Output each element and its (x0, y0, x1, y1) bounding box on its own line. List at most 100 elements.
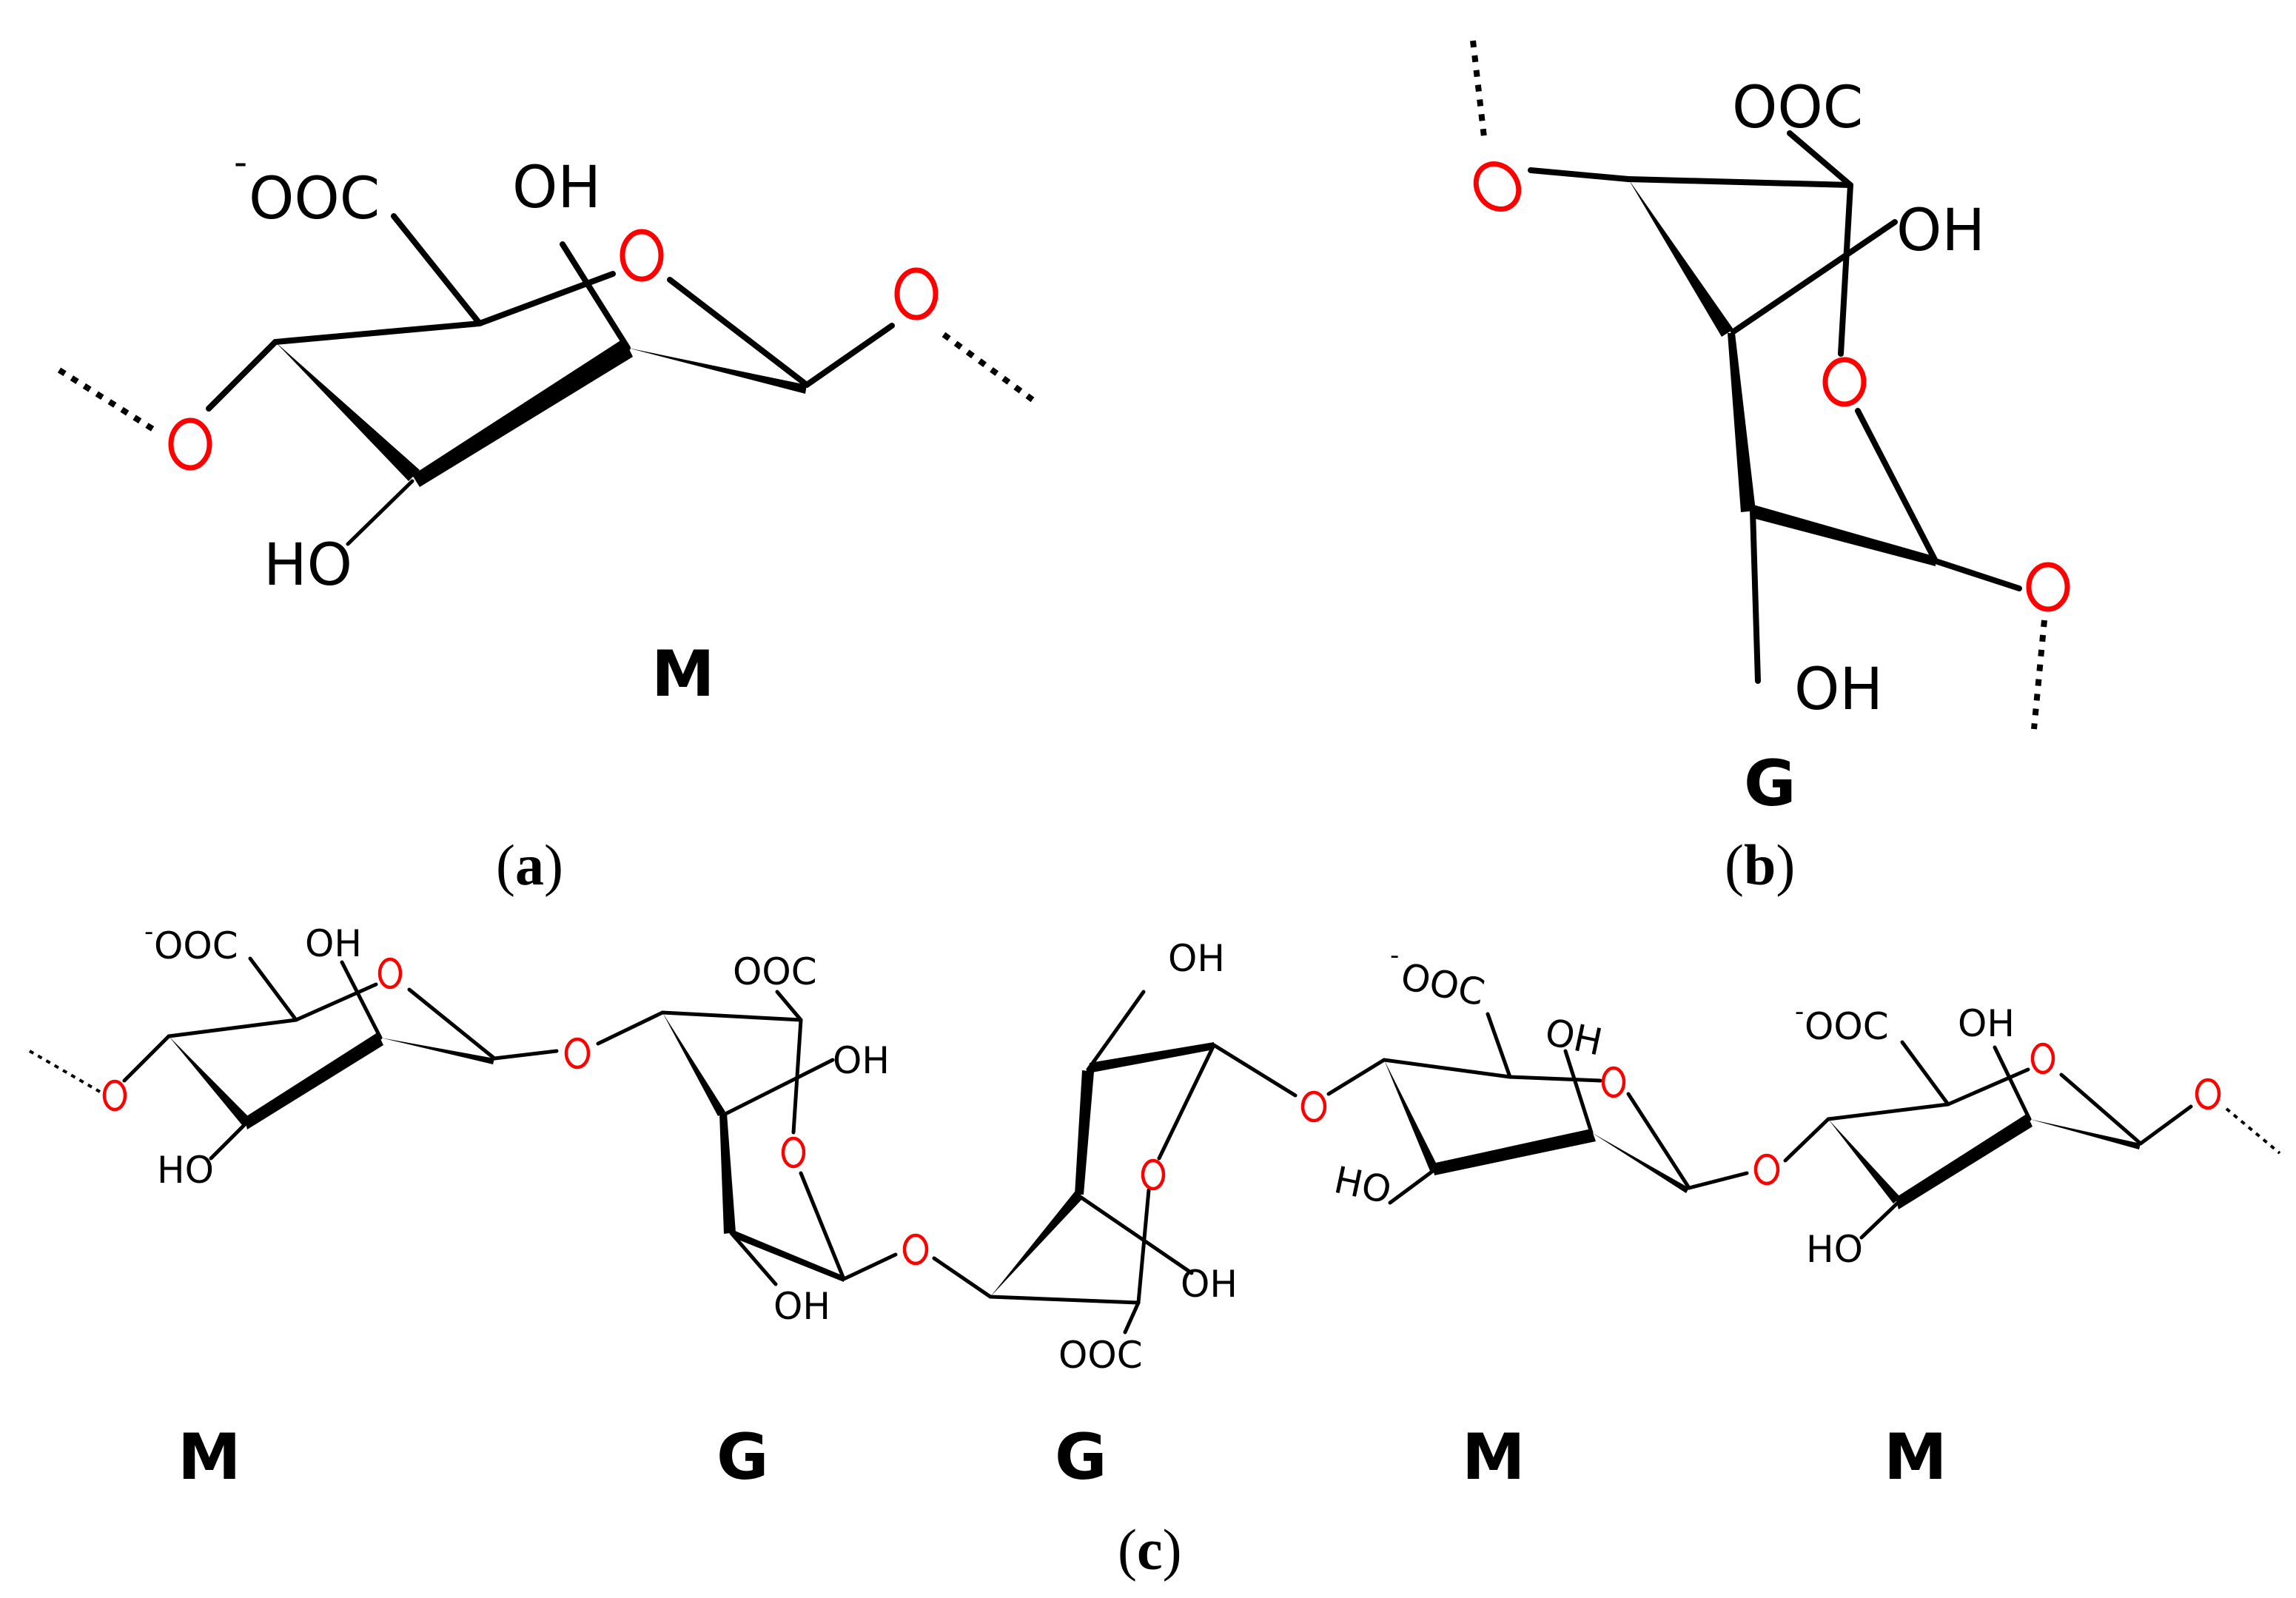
glycosidic-oxygen-top (1473, 161, 1522, 212)
bond-oh (1993, 1045, 2032, 1121)
wedge (1432, 1129, 1596, 1175)
wedge-c4-c3 (275, 342, 420, 481)
bond-c2-oh (1750, 508, 1761, 684)
chain-unit-2-g: OOC OH OH (596, 950, 929, 1328)
hydroxyl-label-c2: OH (1794, 657, 1883, 723)
glycosidic-oxygen (102, 1079, 127, 1112)
bond-c3-oh (346, 479, 414, 546)
chain-unit-5-m: - OOC OH HO (1783, 997, 2281, 1271)
bond-oh (209, 1121, 248, 1161)
hydroxyl-label: HO (1806, 1228, 1863, 1271)
bond-carboxylate (775, 990, 803, 1022)
ring-bond (2059, 1072, 2143, 1146)
wedge (169, 1036, 249, 1125)
hydroxyl-label-c3: HO (263, 532, 352, 599)
panel-c-alginate-chain: - OOC OH HO OOC OH OH (28, 917, 2281, 1494)
bond-o-c4 (932, 1256, 993, 1299)
wedge-c3-c2 (1728, 333, 1756, 512)
sequence-label-3: G (1055, 1420, 1107, 1494)
wedge (380, 1038, 494, 1064)
bond-c1-o (492, 1049, 559, 1061)
wedge (730, 1229, 844, 1282)
ring-oxygen (2030, 1042, 2055, 1075)
carboxylate-label: OOC (249, 166, 380, 232)
panel-b-guluronate-structure: OOC OH OH G (1470, 40, 2070, 821)
wedge (1591, 1132, 1689, 1193)
hydroxyl-label: OH (305, 922, 362, 965)
sequence-label-4: M (1462, 1420, 1525, 1494)
unit-label-m: M (651, 637, 715, 711)
wedge (662, 1013, 725, 1116)
carboxylate-label: OOC (733, 950, 817, 993)
bond-o-c4 (206, 339, 278, 412)
linkage-right-dotted (2225, 1107, 2281, 1155)
bond-o-c4 (1783, 1117, 1830, 1163)
chain-unit-3-g: OH OH OOC (932, 937, 1327, 1377)
linkage-left-dotted (57, 367, 161, 436)
bond-c1-o (842, 1252, 898, 1281)
ring-oxygen (620, 229, 664, 282)
bond-oh (1086, 990, 1146, 1072)
bond-carboxylate (248, 956, 298, 1022)
linkage-bottom-dotted (2031, 620, 2047, 730)
hydroxyl-label-c3: OH (1896, 198, 1985, 264)
bond-o-c4 (1528, 167, 1631, 182)
ring-bond-c5-o (1838, 182, 1853, 357)
panel-label-c: (c) (1118, 1517, 1182, 1582)
wedge-c2-c1 (1748, 503, 1936, 566)
glycosidic-oxygen (1753, 1153, 1780, 1186)
bond-c2-oh (560, 241, 631, 351)
bond-c1-o (1687, 1171, 1749, 1190)
carboxylate-charge: - (1390, 941, 1399, 970)
wedge (990, 1192, 1082, 1297)
ring-bond (988, 1295, 1141, 1305)
ring-bond (1508, 1075, 1602, 1083)
carboxylate-label: OOC (1058, 1334, 1143, 1377)
hydroxyl-label: OH (773, 1285, 830, 1328)
bond-oh (1563, 1049, 1594, 1135)
wedge (244, 1033, 383, 1129)
panel-label-b: (b) (1725, 833, 1795, 897)
bond-c1-o (1933, 558, 2022, 591)
bond-oh (729, 1231, 778, 1286)
bond-c1-o (1212, 1043, 1298, 1098)
glycosidic-oxygen-left (168, 417, 212, 471)
ring-bond (167, 1018, 298, 1038)
bond-o-c4 (596, 1010, 665, 1046)
bond-oh (1859, 1201, 1899, 1240)
hydroxyl-label: OH (1958, 1002, 2015, 1045)
wedge (1896, 1114, 2033, 1209)
wedge (1384, 1060, 1437, 1171)
wedge-c4-c3 (1628, 179, 1733, 337)
ring-bond (1946, 1067, 2030, 1107)
bond-c3-oh (1731, 219, 1898, 335)
glycosidic-oxygen (2195, 1078, 2221, 1110)
ring-bond (1626, 1092, 1691, 1190)
ring-oxygen (377, 957, 403, 990)
ring-bond-c4-c5 (1625, 176, 1853, 188)
bond-c1-o (804, 323, 895, 388)
hydroxyl-label: OH (1168, 937, 1225, 980)
carboxylate-label: OOC (1397, 955, 1488, 1014)
wedge (1828, 1119, 1901, 1203)
glycosidic-oxygen (902, 1233, 929, 1266)
bond-carboxylate (1123, 1300, 1141, 1335)
bond-carboxylate (1486, 1012, 1512, 1079)
wedge-c3-c2 (412, 338, 633, 487)
hydroxyl-label-c2: OH (512, 155, 601, 221)
glycosidic-oxygen (1300, 1090, 1327, 1123)
ring-oxygen (1601, 1066, 1626, 1098)
panel-label-a: (a) (496, 833, 563, 897)
hydroxyl-label: OH (1542, 1010, 1606, 1064)
sequence-label-2: G (716, 1420, 769, 1494)
bond-c1-o (2138, 1104, 2193, 1146)
ring-bond-c4-c5 (272, 320, 483, 345)
ring-bond (294, 982, 378, 1022)
carboxylate-label: OOC (154, 924, 238, 967)
hydroxyl-label: HO (1331, 1158, 1395, 1212)
unit-label-g: G (1744, 747, 1796, 821)
carboxylate-label: OOC (1732, 75, 1863, 141)
wedge (1088, 1042, 1214, 1073)
wedge-c2-c1 (628, 348, 807, 394)
